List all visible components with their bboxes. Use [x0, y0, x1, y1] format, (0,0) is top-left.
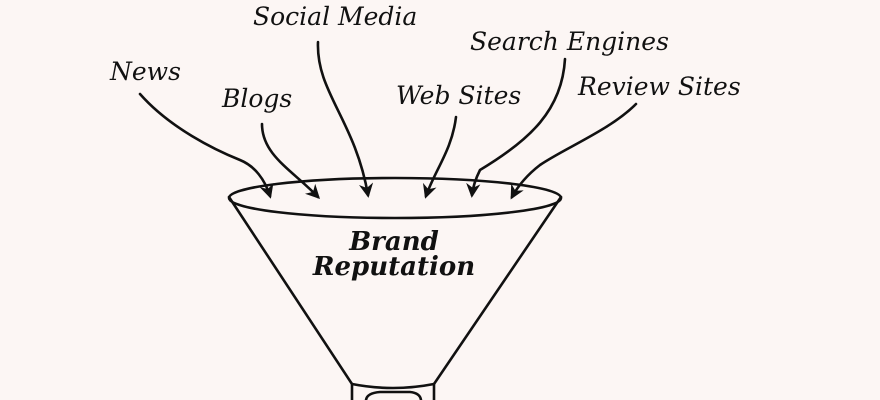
arrow-social	[316, 40, 374, 198]
funnel-label: Brand Reputation	[312, 227, 475, 282]
funnel-label-line1: Brand	[348, 227, 439, 257]
funnel-rim	[227, 176, 563, 220]
label-social-media: Social Media	[253, 2, 417, 31]
funnel-spout	[350, 382, 436, 400]
source-arrows	[138, 40, 638, 200]
label-search-engines: Search Engines	[470, 27, 669, 56]
label-review-sites: Review Sites	[577, 72, 741, 101]
arrow-search	[466, 57, 567, 198]
arrow-review	[510, 102, 638, 200]
arrow-websites	[422, 115, 458, 199]
funnel-label-line2: Reputation	[312, 252, 475, 282]
label-news: News	[109, 57, 181, 86]
arrow-news	[138, 92, 274, 199]
source-labels: News Blogs Social Media Web Sites Search…	[109, 2, 741, 113]
label-web-sites: Web Sites	[396, 81, 521, 110]
funnel	[227, 176, 563, 400]
label-blogs: Blogs	[221, 84, 292, 113]
arrow-blogs	[260, 122, 320, 200]
